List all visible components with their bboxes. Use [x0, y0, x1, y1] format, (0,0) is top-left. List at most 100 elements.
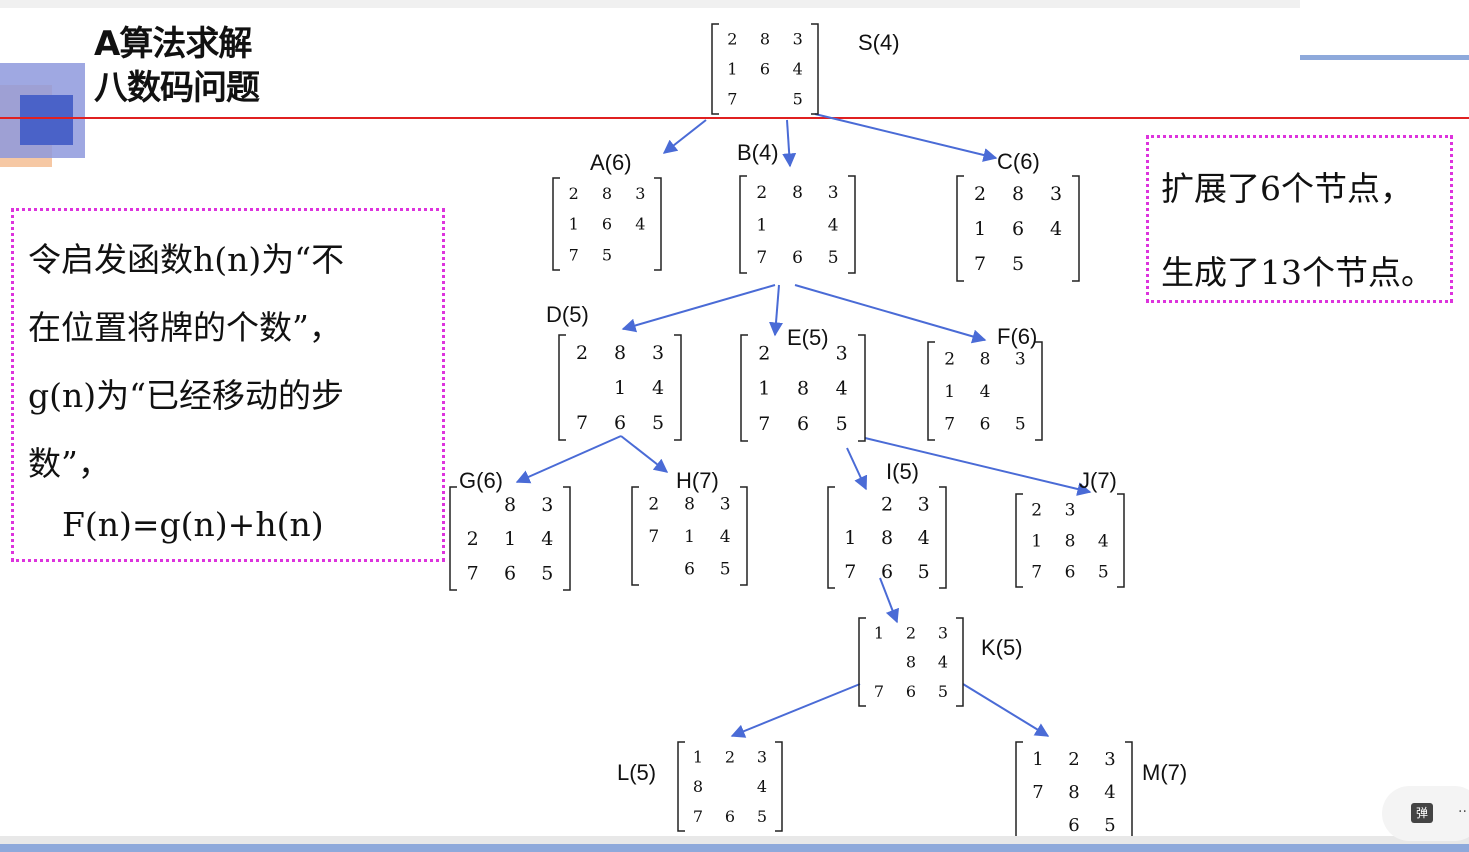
- tile-cell: 5: [1104, 815, 1115, 836]
- tile-cell: 7: [756, 248, 767, 268]
- tile-cell: 8: [760, 30, 770, 49]
- tile-cell: 7: [974, 253, 986, 275]
- tile-cell: 8: [881, 527, 893, 549]
- tile-cell: 2: [881, 493, 893, 515]
- tile-cell: 1: [727, 60, 737, 79]
- danmu-toggle-button[interactable]: 弹: [1411, 803, 1433, 823]
- tile-cell: 1: [874, 623, 884, 642]
- matrix-right-bracket: [811, 23, 819, 115]
- matrix-left-bracket: [956, 175, 964, 282]
- tile-cell: 4: [836, 378, 848, 400]
- tile-cell: 3: [1104, 749, 1115, 770]
- tile-cell: 3: [635, 184, 645, 203]
- node-label: S(4): [858, 30, 900, 55]
- top-right-accent-line: [1300, 55, 1469, 60]
- heuristic-note-box: 令启发函数h(n)为“不 在位置将牌的个数”， g(n)为“已经移动的步 数”，…: [11, 208, 445, 562]
- tile-cell: 5: [918, 561, 930, 583]
- tile-cell: 8: [693, 777, 703, 796]
- tile-cell: 3: [720, 494, 731, 514]
- tile-cell: 5: [652, 412, 664, 434]
- tile-cell: 8: [980, 349, 991, 369]
- tile-cell: 2: [467, 528, 479, 550]
- tile-cell: 4: [720, 527, 731, 547]
- matrix-left-bracket: [711, 23, 719, 115]
- tree-edge-d-h: [620, 435, 669, 473]
- heuristic-formula: F(n)=g(n)+h(n): [62, 505, 324, 544]
- matrix-right-bracket: [1035, 341, 1043, 441]
- tile-cell: 4: [635, 215, 645, 234]
- matrix-left-bracket: [1015, 741, 1023, 842]
- summary-note-line: 生成了13个节点。: [1161, 253, 1434, 292]
- tile-cell: 3: [918, 493, 930, 515]
- tile-cell: 1: [614, 377, 626, 399]
- tile-cell: 4: [1050, 218, 1062, 240]
- tile-cell: 3: [836, 342, 848, 364]
- tile-cell: 6: [881, 561, 893, 583]
- tile-cell: 1: [944, 382, 955, 402]
- tile-cell: 1: [504, 528, 516, 550]
- tile-cell: 6: [725, 807, 735, 826]
- tile-cell: 5: [720, 560, 731, 580]
- tree-edge-b-d: [621, 284, 776, 333]
- tile-cell: 2: [974, 183, 986, 205]
- matrix-left-bracket: [740, 334, 748, 442]
- tile-cell: 5: [793, 90, 803, 109]
- tile-cell: 2: [906, 623, 916, 642]
- tile-cell: 3: [793, 30, 803, 49]
- tile-cell: 5: [1098, 562, 1109, 582]
- slide-title: A算法求解 八数码问题: [94, 22, 260, 110]
- tile-cell: 5: [541, 562, 553, 584]
- tile-cell: 1: [1032, 749, 1043, 770]
- matrix-right-bracket: [674, 334, 682, 441]
- tile-cell: 2: [756, 183, 767, 203]
- tile-cell: 3: [1050, 183, 1062, 205]
- tile-cell: 4: [652, 377, 664, 399]
- slide-title-line2: 八数码问题: [94, 68, 260, 108]
- tile-cell: 7: [576, 412, 588, 434]
- tile-cell: 1: [758, 378, 770, 400]
- tree-edge-b-f: [794, 284, 987, 344]
- heuristic-note-line: 在位置将牌的个数”，: [28, 308, 342, 347]
- tile-cell: 8: [906, 653, 916, 672]
- tile-cell: 7: [727, 90, 737, 109]
- tile-cell: 7: [467, 562, 479, 584]
- tile-cell: 4: [1098, 531, 1109, 551]
- tree-edge-s-a: [662, 119, 707, 154]
- tile-cell: 4: [980, 382, 991, 402]
- more-options-icon[interactable]: ··: [1458, 804, 1467, 820]
- tile-cell: 4: [828, 215, 839, 235]
- tile-cell: 6: [1068, 815, 1079, 836]
- tile-cell: 5: [836, 413, 848, 435]
- node-label: L(5): [617, 760, 656, 785]
- matrix-left-bracket: [927, 341, 935, 441]
- tile-cell: 4: [1104, 782, 1115, 803]
- title-divider: [0, 117, 1469, 119]
- tile-cell: 6: [614, 412, 626, 434]
- tile-cell: 6: [504, 562, 516, 584]
- tile-cell: 8: [1012, 183, 1024, 205]
- matrix-left-bracket: [858, 617, 866, 707]
- matrix-right-bracket: [1072, 175, 1080, 282]
- tile-cell: 3: [938, 623, 948, 642]
- matrix-right-bracket: [740, 486, 748, 586]
- node-label: F(6): [997, 324, 1037, 349]
- matrix-right-bracket: [956, 617, 964, 707]
- tile-cell: 2: [576, 342, 588, 364]
- tree-edge-k-m: [962, 683, 1050, 737]
- tree-edge-s-b: [782, 119, 797, 168]
- tile-cell: 4: [918, 527, 930, 549]
- node-label: C(6): [997, 149, 1040, 174]
- tile-cell: 4: [541, 528, 553, 550]
- tile-cell: 4: [938, 653, 948, 672]
- matrix-left-bracket: [449, 486, 457, 591]
- matrix-left-bracket: [677, 741, 685, 832]
- tree-edge-b-e: [769, 284, 783, 337]
